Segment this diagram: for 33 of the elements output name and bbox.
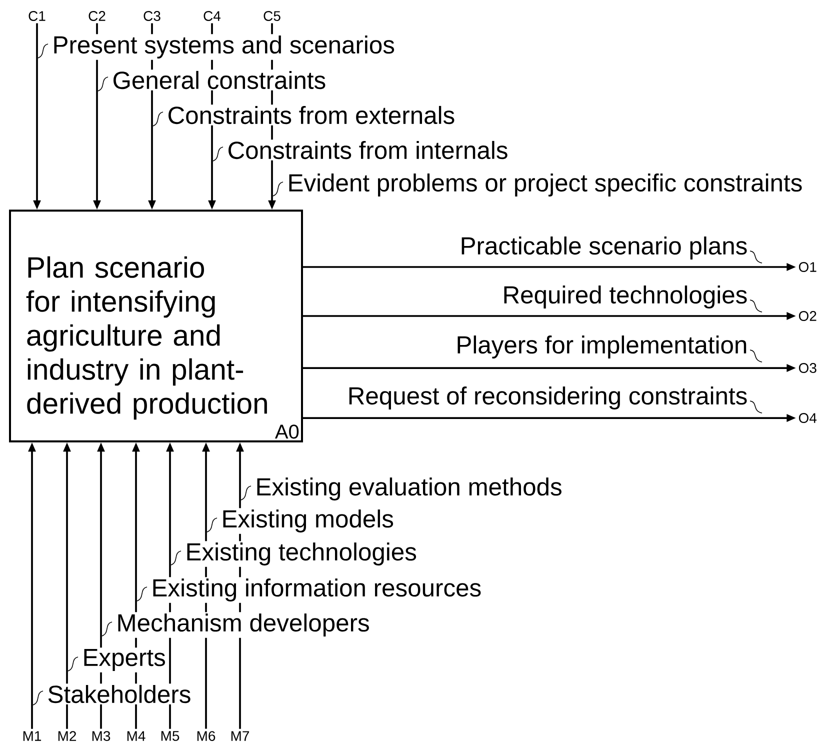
- edge-label: Stakeholders: [32, 684, 193, 706]
- edge-label: Present systems and scenarios: [38, 34, 396, 60]
- edge-label: Evident problems or project specific constraints: [272, 172, 804, 198]
- edge-label: Required technologies: [504, 286, 762, 312]
- edge-label: Players for implementation: [458, 336, 762, 362]
- terminal-label: M5: [161, 731, 180, 741]
- terminal-label: M6: [197, 731, 216, 741]
- edge-label: Mechanism developers: [102, 612, 372, 638]
- edge-label: General constraints: [98, 70, 328, 92]
- terminal-label: M7: [231, 731, 249, 741]
- edge-label: Constraints from externals: [152, 104, 456, 126]
- edge-label: Existing models: [206, 508, 396, 534]
- terminal-label: M2: [58, 731, 76, 741]
- edge-label: Existing technologies: [170, 541, 418, 567]
- edge-label: Existing evaluation methods: [240, 476, 564, 502]
- edge-label: Request of reconsidering constraints: [349, 386, 762, 414]
- process-box: Plan scenario for intensifying agriculture and industry in plant-derived production A0: [9, 210, 303, 442]
- edge-label: Constraints from internals: [212, 140, 510, 162]
- terminal-label: M1: [23, 731, 42, 741]
- edge-label: Experts: [68, 648, 168, 672]
- edge-label: Existing information resources: [136, 577, 483, 603]
- terminal-label: C1: [28, 11, 46, 21]
- terminal-label: O4: [798, 413, 817, 423]
- terminal-label: O1: [798, 262, 816, 272]
- terminal-label: M4: [127, 731, 146, 741]
- terminal-label: C4: [204, 11, 221, 21]
- terminal-label: C2: [88, 11, 106, 21]
- terminal-label: C5: [264, 11, 280, 21]
- terminal-label: O3: [798, 363, 816, 373]
- terminal-label: M3: [92, 731, 110, 741]
- edge-label: Practicable scenario plans: [462, 236, 762, 264]
- terminal-label: O2: [798, 311, 816, 321]
- terminal-label: C3: [144, 11, 160, 21]
